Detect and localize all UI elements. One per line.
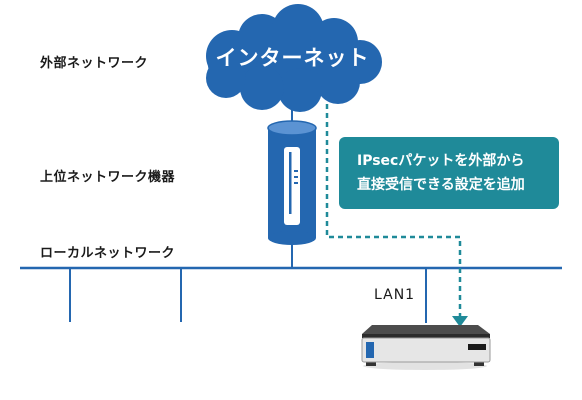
- lan1-port-label: LAN1: [374, 287, 416, 303]
- arrow-head-icon: [452, 316, 468, 327]
- callout-line-2: 直接受信できる設定を追加: [357, 177, 525, 193]
- callout-line-1: IPsecパケットを外部から: [357, 153, 525, 169]
- external-network-label: 外部ネットワーク: [40, 56, 149, 71]
- internet-cloud: [206, 4, 382, 112]
- router-device: [361, 325, 491, 370]
- ipsec-callout: IPsecパケットを外部から 直接受信できる設定を追加: [339, 137, 559, 209]
- internet-label: インターネット: [215, 46, 370, 70]
- upper-network-device: [267, 120, 317, 245]
- upper-network-device-label: 上位ネットワーク機器: [40, 170, 176, 185]
- local-network-label: ローカルネットワーク: [40, 246, 176, 261]
- ipsec-dashed-path: [325, 104, 462, 318]
